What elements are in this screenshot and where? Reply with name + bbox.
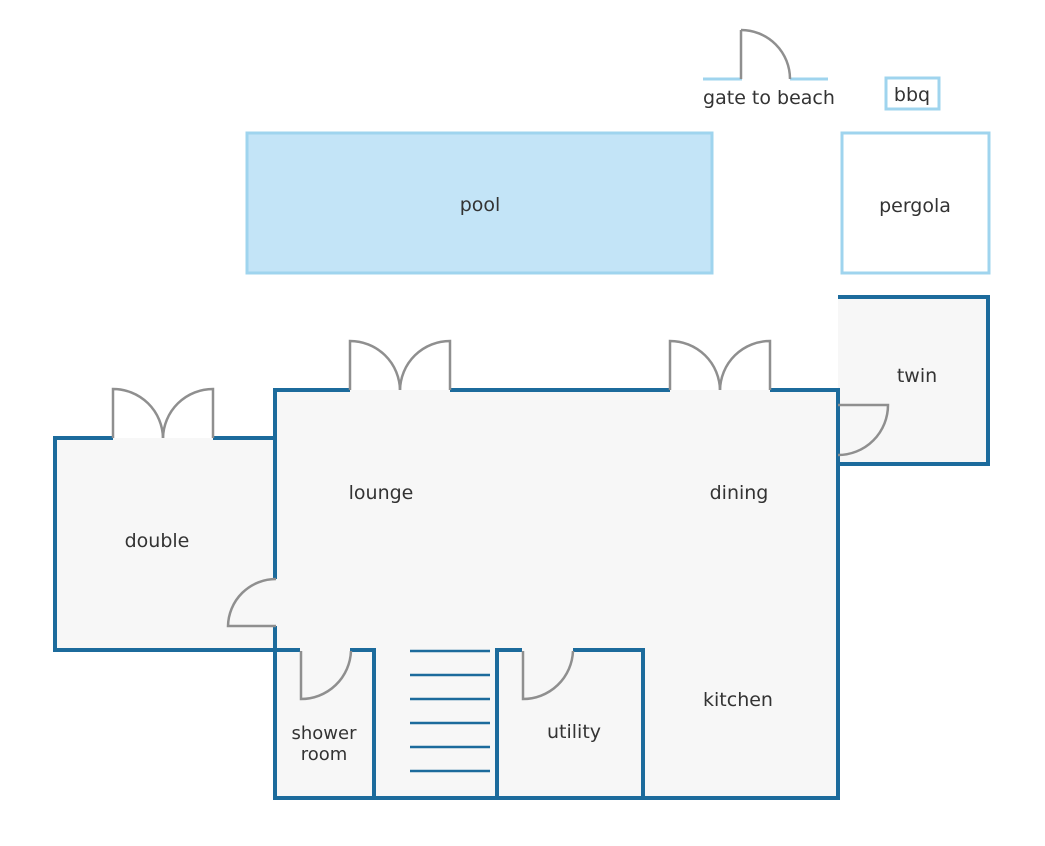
utility-door [521, 650, 575, 701]
pool-area [245, 131, 714, 275]
house-walls [53, 295, 990, 800]
pergola: pergola [840, 131, 991, 275]
house-floors [55, 297, 988, 798]
wall-shower-room [275, 648, 376, 798]
wall-main-outline [273, 388, 840, 800]
double-room-door [226, 577, 277, 628]
room-label-shower-room-line1: shower [292, 723, 358, 744]
room-labels: twin lounge dining double kitchen utilit… [125, 365, 938, 765]
floor-main [275, 390, 838, 798]
wall-utility [495, 648, 645, 798]
gate-label: gate to beach [703, 87, 835, 109]
room-label-utility: utility [547, 721, 601, 743]
pergola-area [840, 131, 991, 275]
bbq: bbq [884, 76, 941, 111]
gate-to-beach: gate to beach [703, 28, 835, 109]
wall-double [53, 436, 275, 652]
room-label-double: double [125, 530, 190, 552]
room-label-kitchen: kitchen [703, 689, 773, 711]
floor-twin [838, 297, 988, 464]
room-label-shower-room-line2: room [301, 744, 348, 765]
dining-double-door [668, 339, 772, 391]
pergola-label: pergola [879, 195, 951, 217]
bbq-label: bbq [894, 84, 930, 106]
floor-double [55, 438, 277, 650]
wall-twin [836, 295, 990, 466]
doors [111, 339, 890, 701]
room-label-dining: dining [710, 482, 769, 504]
pool: pool [245, 131, 714, 275]
lounge-double-door [348, 339, 452, 391]
shower-room-door [299, 650, 353, 701]
room-label-twin: twin [897, 365, 937, 387]
gate-door-swing [740, 28, 792, 80]
pool-label: pool [460, 194, 501, 216]
double-room-double-door [111, 387, 215, 439]
twin-door [837, 403, 890, 457]
stairs [410, 649, 490, 773]
room-label-lounge: lounge [349, 482, 414, 504]
bbq-box [884, 76, 941, 111]
